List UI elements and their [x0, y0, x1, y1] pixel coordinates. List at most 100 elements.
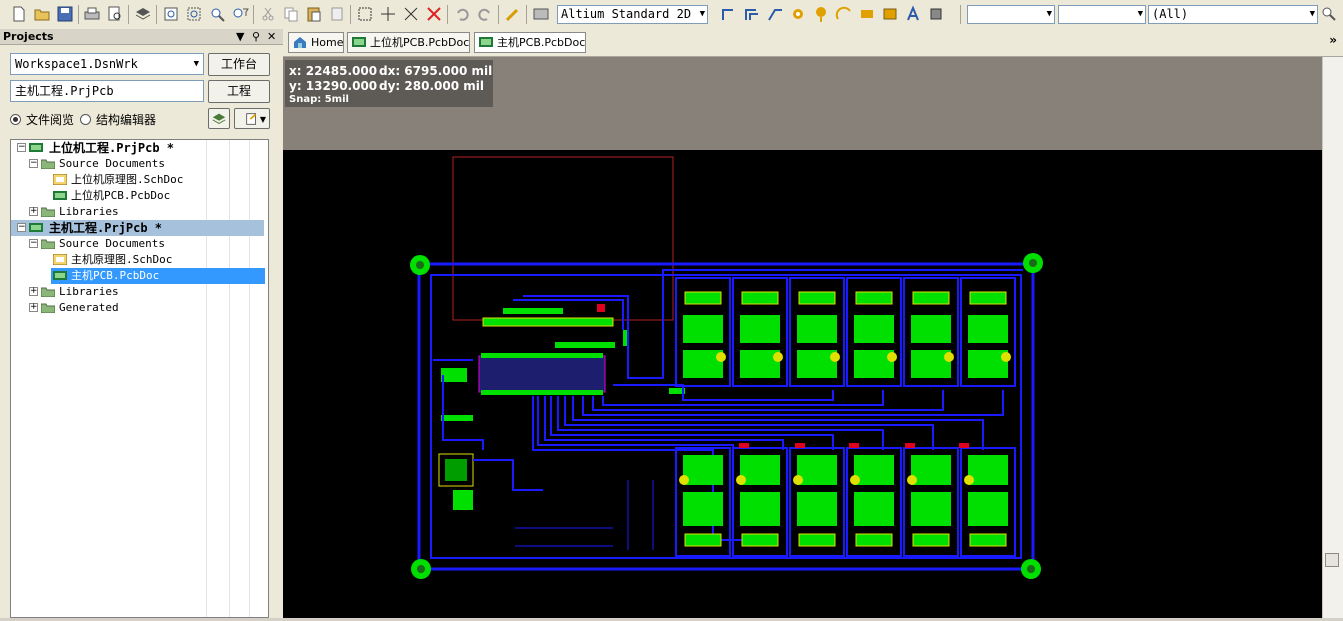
zoom-search-icon[interactable]	[1320, 5, 1338, 23]
differential-pair-icon[interactable]	[766, 5, 784, 23]
tree-item-label: 主机原理图.SchDoc	[71, 253, 173, 266]
rubber-stamp-icon[interactable]	[328, 5, 346, 23]
new-file-icon[interactable]	[10, 5, 28, 23]
tree-item-document[interactable]: 主机原理图.SchDoc	[11, 252, 264, 268]
layers-icon	[212, 113, 226, 124]
connector-pads	[445, 459, 467, 481]
folder-icon	[41, 159, 55, 169]
mcu-pins	[481, 390, 603, 395]
layers-icon[interactable]	[134, 5, 152, 23]
copy-icon[interactable]	[282, 5, 300, 23]
cross-probe-icon[interactable]	[504, 5, 522, 23]
zoom-selected-icon[interactable]	[208, 5, 226, 23]
small-component	[441, 415, 473, 421]
file-view-radio[interactable]	[10, 114, 21, 125]
zoom-filter-icon[interactable]	[231, 5, 249, 23]
print-icon[interactable]	[83, 5, 101, 23]
deselect-icon[interactable]	[425, 5, 443, 23]
header-connector	[503, 308, 563, 314]
redo-icon[interactable]	[476, 5, 494, 23]
tree-item-folder[interactable]: − Source Documents	[29, 237, 165, 250]
small-component	[441, 368, 467, 382]
pcb-canvas[interactable]	[283, 150, 1323, 618]
mounting-hole-center	[416, 261, 424, 269]
place-component-icon[interactable]	[927, 5, 945, 23]
struct-editor-radio[interactable]	[80, 114, 91, 125]
mounting-hole-center	[417, 565, 425, 573]
filter-select-3[interactable]: (All)▼	[1148, 5, 1318, 24]
workspace-select[interactable]: Workspace1.DsnWrk▼	[10, 53, 204, 75]
cut-icon[interactable]	[259, 5, 277, 23]
hud-dx: dx: 6795.000 mil	[379, 64, 493, 78]
close-icon[interactable]: ✕	[267, 30, 277, 43]
place-polygon-icon[interactable]	[881, 5, 899, 23]
schematic-doc-icon	[53, 254, 67, 265]
filter-select-1[interactable]: ▼	[967, 5, 1055, 24]
project-options-button[interactable]	[208, 108, 230, 129]
tabs-overflow-icon[interactable]: »	[1329, 33, 1337, 47]
tab-pcb-host[interactable]: 主机PCB.PcbDoc	[474, 32, 586, 53]
silkscreen-marks	[515, 480, 654, 550]
tree-item-folder[interactable]: + Libraries	[29, 205, 119, 218]
mcu-pins	[481, 353, 603, 358]
header-connector	[555, 342, 615, 348]
pcb-project-icon	[29, 223, 43, 232]
place-arc-icon[interactable]	[835, 5, 853, 23]
tree-item-label: 主机工程.PrjPcb *	[49, 221, 163, 235]
place-pad-icon[interactable]	[789, 5, 807, 23]
tree-item-document[interactable]: 上位机原理图.SchDoc	[11, 172, 264, 188]
place-fill-icon[interactable]	[858, 5, 876, 23]
project-button[interactable]: 工程	[208, 80, 270, 103]
route-multiple-icon[interactable]	[743, 5, 761, 23]
zoom-area-icon[interactable]	[185, 5, 203, 23]
workspace-button[interactable]: 工作台	[208, 53, 270, 76]
tab-home[interactable]: Home	[288, 32, 344, 53]
scrollbar-thumb[interactable]	[1325, 553, 1339, 567]
place-via-icon[interactable]	[812, 5, 830, 23]
print-preview-icon[interactable]	[106, 5, 124, 23]
pcb-drawing[interactable]	[283, 150, 1323, 618]
project-field[interactable]: 主机工程.PrjPcb	[10, 80, 204, 102]
paste-icon[interactable]	[305, 5, 323, 23]
tree-item-project[interactable]: − 上位机工程.PrjPcb *	[17, 141, 175, 155]
document-tabs: Home 上位机PCB.PcbDoc 主机PCB.PcbDoc »	[283, 29, 1343, 57]
tree-item-label: Libraries	[59, 205, 119, 218]
undo-icon[interactable]	[453, 5, 471, 23]
place-string-icon[interactable]	[904, 5, 922, 23]
tree-item-folder[interactable]: − Source Documents	[29, 157, 165, 170]
open-folder-icon[interactable]	[33, 5, 51, 23]
save-icon[interactable]	[56, 5, 74, 23]
move-icon[interactable]	[379, 5, 397, 23]
document-area: Home 上位机PCB.PcbDoc 主机PCB.PcbDoc » x: 224…	[283, 29, 1343, 618]
pcb-doc-icon	[352, 37, 366, 47]
tree-item-folder[interactable]: + Generated	[29, 301, 119, 314]
hud-y: y: 13290.000	[289, 79, 378, 93]
filter-select-2[interactable]: ▼	[1058, 5, 1146, 24]
vertical-scrollbar[interactable]	[1322, 57, 1343, 618]
zoom-fit-icon[interactable]	[162, 5, 180, 23]
tree-item-document[interactable]: 上位机PCB.PcbDoc	[11, 188, 264, 204]
panel-menu-icon[interactable]: ▼	[236, 30, 245, 43]
small-component	[669, 388, 685, 394]
board-outline	[417, 262, 1035, 571]
tree-item-document-selected[interactable]: 主机PCB.PcbDoc	[51, 268, 265, 284]
tab-label: 上位机PCB.PcbDoc	[370, 36, 470, 49]
interactive-route-icon[interactable]	[720, 5, 738, 23]
header-connector	[482, 317, 614, 327]
struct-editor-label: 结构编辑器	[96, 113, 157, 127]
pcb-doc-icon	[479, 37, 493, 47]
pcb-project-icon	[29, 143, 43, 152]
tree-item-project[interactable]: − 主机工程.PrjPcb *	[11, 220, 264, 236]
document-options-button[interactable]: ▼	[234, 108, 270, 129]
panel-title-text: Projects	[3, 30, 54, 43]
main-toolbar: Altium Standard 2D▼ ▼ ▼ (All)▼	[0, 0, 1343, 30]
select-area-icon[interactable]	[356, 5, 374, 23]
view-mode-select[interactable]: Altium Standard 2D▼	[557, 5, 708, 24]
browse-components-icon[interactable]	[532, 5, 550, 23]
move-selection-icon[interactable]	[402, 5, 420, 23]
pin-icon[interactable]: ⚲	[252, 30, 261, 43]
tab-pcb-upper[interactable]: 上位机PCB.PcbDoc	[347, 32, 470, 53]
tree-item-folder[interactable]: + Libraries	[29, 285, 119, 298]
hud-dy: dy: 280.000 mil	[379, 79, 484, 93]
hud-x: x: 22485.000	[289, 64, 378, 78]
